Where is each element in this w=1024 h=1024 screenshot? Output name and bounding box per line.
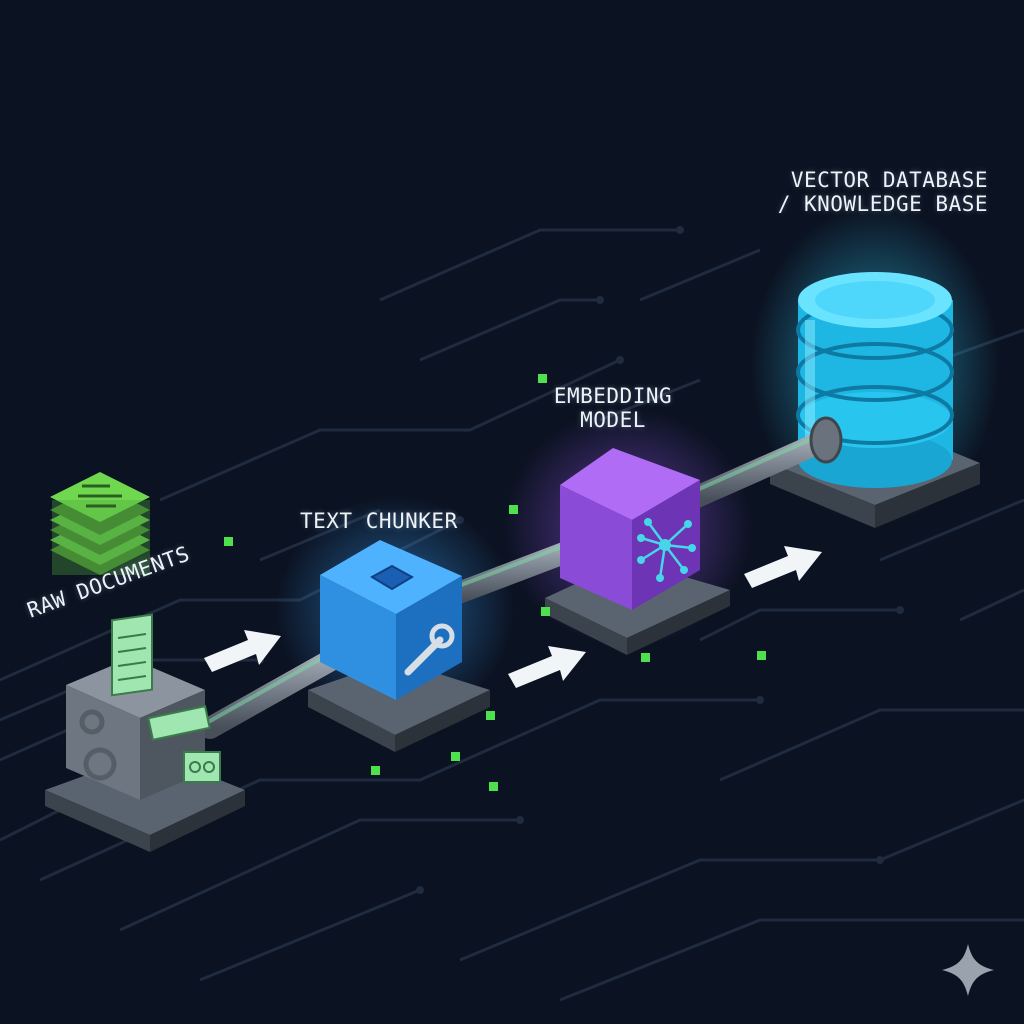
arrow-right-icon: [204, 546, 822, 688]
embedding-model-label-line2: MODEL: [580, 408, 646, 433]
sparkle-icon: [942, 944, 994, 996]
document-processor-icon: [45, 613, 245, 852]
cutter-icon: [404, 623, 455, 676]
database-icon: [770, 272, 980, 528]
embedding-model-cube: [545, 448, 730, 655]
circuit-traces: [0, 228, 1024, 1002]
text-chunker-cube: [308, 540, 490, 752]
vector-database-label: VECTOR DATABASE / KNOWLEDGE BASE: [700, 168, 988, 216]
embedding-model-label-line1: EMBEDDING: [553, 384, 673, 408]
gear-icon: [79, 709, 117, 781]
chunk-icon: [369, 564, 415, 591]
vector-database-label-line2: / KNOWLEDGE BASE: [777, 192, 988, 217]
text-chunker-label: TEXT CHUNKER: [300, 509, 458, 533]
document-stack-icon: [50, 472, 150, 575]
embedding-model-label: EMBEDDING MODEL: [538, 384, 688, 432]
vector-database-label-line1: VECTOR DATABASE: [790, 168, 988, 192]
data-particles: [224, 374, 766, 791]
